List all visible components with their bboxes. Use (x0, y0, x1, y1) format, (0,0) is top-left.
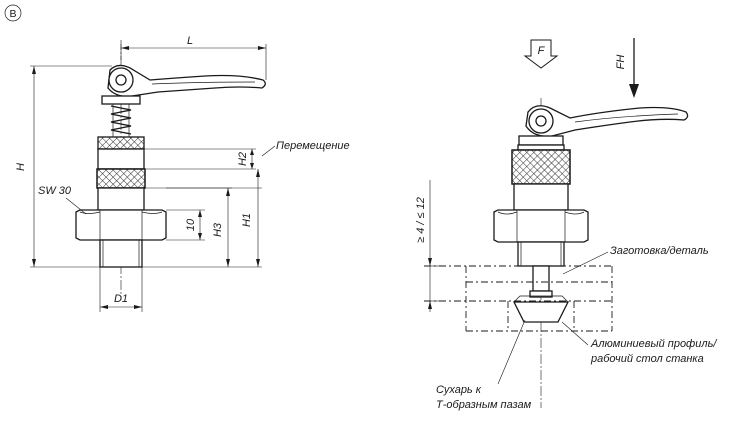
dim-stroke-label: ≥ 4 / ≤ 12 (415, 197, 427, 243)
dim-h1-label: H1 (241, 213, 253, 227)
threaded-body-upper (97, 187, 145, 211)
dim-h2-arrow-top (250, 149, 254, 155)
right-threaded-stud (517, 241, 565, 267)
profile-label-line1: Алюминиевый профиль/ (590, 338, 717, 350)
right-knurled-nut-pattern (511, 149, 571, 185)
dim-10-label: 10 (185, 218, 197, 231)
hex-chamfer-left (79, 211, 101, 214)
spring (110, 105, 132, 135)
dim-h2-label: H2 (237, 152, 249, 166)
knurled-nut-pattern (96, 168, 146, 189)
force-f-arrow-shape (523, 39, 559, 69)
dim-h1-arrow-top (256, 169, 260, 177)
right-lever-ridge (574, 113, 679, 123)
upper-collar-knurl (98, 137, 144, 149)
dim-l-label: L (187, 35, 193, 47)
dim-h2-arrow-bottom (250, 163, 254, 169)
plunger-pin (532, 265, 550, 292)
workpiece-label: Заготовка/деталь (610, 245, 709, 257)
right-top-washer (518, 135, 564, 146)
left-view: L H H2 H1 H3 10 (15, 35, 350, 312)
dim-stroke-arrow-top (428, 258, 432, 266)
wrench-size-leader (65, 197, 87, 215)
view-label-text: B (9, 8, 16, 20)
right-hex-chamfer-left (497, 211, 518, 215)
wrench-size-label: SW 30 (38, 185, 72, 197)
hex-chamfer-right (141, 211, 163, 214)
profile-leader (561, 321, 589, 346)
dim-10-arrow-top (198, 210, 202, 217)
slot-nut-label-line1: Сухарь к (436, 384, 482, 396)
right-hex-chamfer-right (564, 211, 585, 215)
dim-h3-arrow-top (226, 188, 230, 196)
dim-d1-arrow-left (100, 305, 108, 309)
slot-nut-leader (497, 319, 526, 385)
view-label-circle (4, 4, 22, 22)
left-cam-lever (107, 64, 266, 97)
dim-l-arrow-right (258, 46, 266, 50)
right-hex-lock-nut (493, 209, 589, 243)
right-view: F FH (415, 38, 717, 411)
travel-label: Перемещение (276, 140, 350, 152)
t-slot-nut (512, 301, 570, 323)
t-slot-nut-top (513, 295, 569, 303)
dim-h-arrow-top (32, 66, 36, 74)
right-lever-arm (525, 105, 689, 137)
profile-label-line2: рабочий стол станка (590, 353, 704, 365)
dim-h1-arrow-bottom (256, 259, 260, 267)
cam-washer (101, 95, 141, 105)
dim-h-arrow-bottom (32, 259, 36, 267)
lever-arm (107, 64, 266, 97)
dim-h3-arrow-bottom (226, 259, 230, 267)
right-cam-lever (525, 105, 689, 137)
plunger-tip (529, 290, 553, 298)
workpiece-leader (562, 251, 609, 275)
lever-ridge (151, 81, 256, 85)
dim-l-arrow-left (121, 46, 129, 50)
right-lever-pin (535, 115, 547, 127)
hex-lock-nut (75, 209, 167, 241)
dim-10-arrow-bottom (198, 233, 202, 240)
view-label-badge: B (4, 4, 22, 22)
force-f-arrow: F (523, 39, 559, 69)
dim-d1-arrow-right (134, 305, 142, 309)
slot-nut-label-line2: Т-образным пазам (436, 399, 532, 411)
dim-h3-label: H3 (212, 222, 224, 237)
dim-h-label: H (15, 163, 27, 171)
dim-d1-label: D1 (114, 293, 128, 305)
threaded-stud (99, 239, 143, 268)
lever-pin (115, 74, 127, 86)
right-threaded-body (513, 183, 569, 211)
right-top-collar (517, 144, 565, 151)
travel-leader (261, 145, 276, 157)
force-fh-head (629, 84, 639, 98)
force-fh-label: FH (615, 55, 627, 70)
force-f-label: F (538, 45, 546, 57)
force-fh-arrow: FH (615, 38, 639, 98)
sleeve-body (97, 148, 145, 170)
